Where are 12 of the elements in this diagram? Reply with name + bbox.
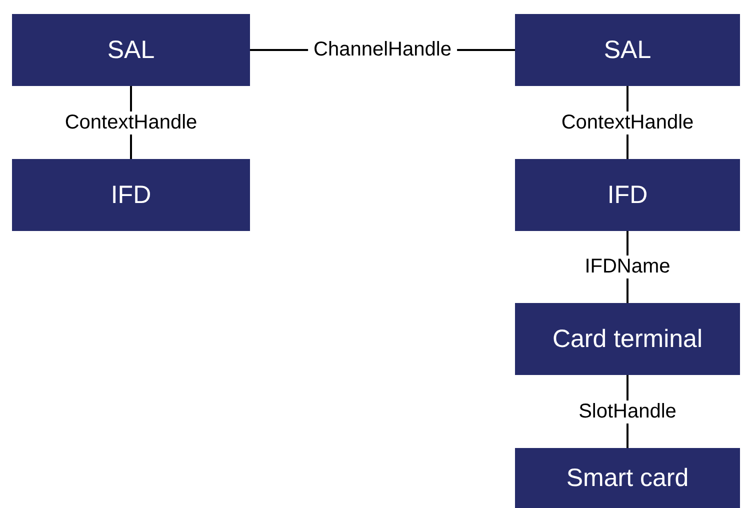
box-label: Card terminal (552, 324, 703, 354)
component-box (12, 14, 250, 86)
component-box (515, 303, 740, 375)
box-label: IFD (607, 180, 648, 210)
component-box (515, 159, 740, 231)
component-box (515, 448, 740, 508)
component-box (12, 159, 250, 231)
component-box (515, 14, 740, 86)
box-label: SAL (107, 36, 155, 64)
box-label: SAL (604, 36, 652, 64)
box-label: IFD (110, 180, 152, 210)
box-label: Smart card (566, 464, 689, 492)
